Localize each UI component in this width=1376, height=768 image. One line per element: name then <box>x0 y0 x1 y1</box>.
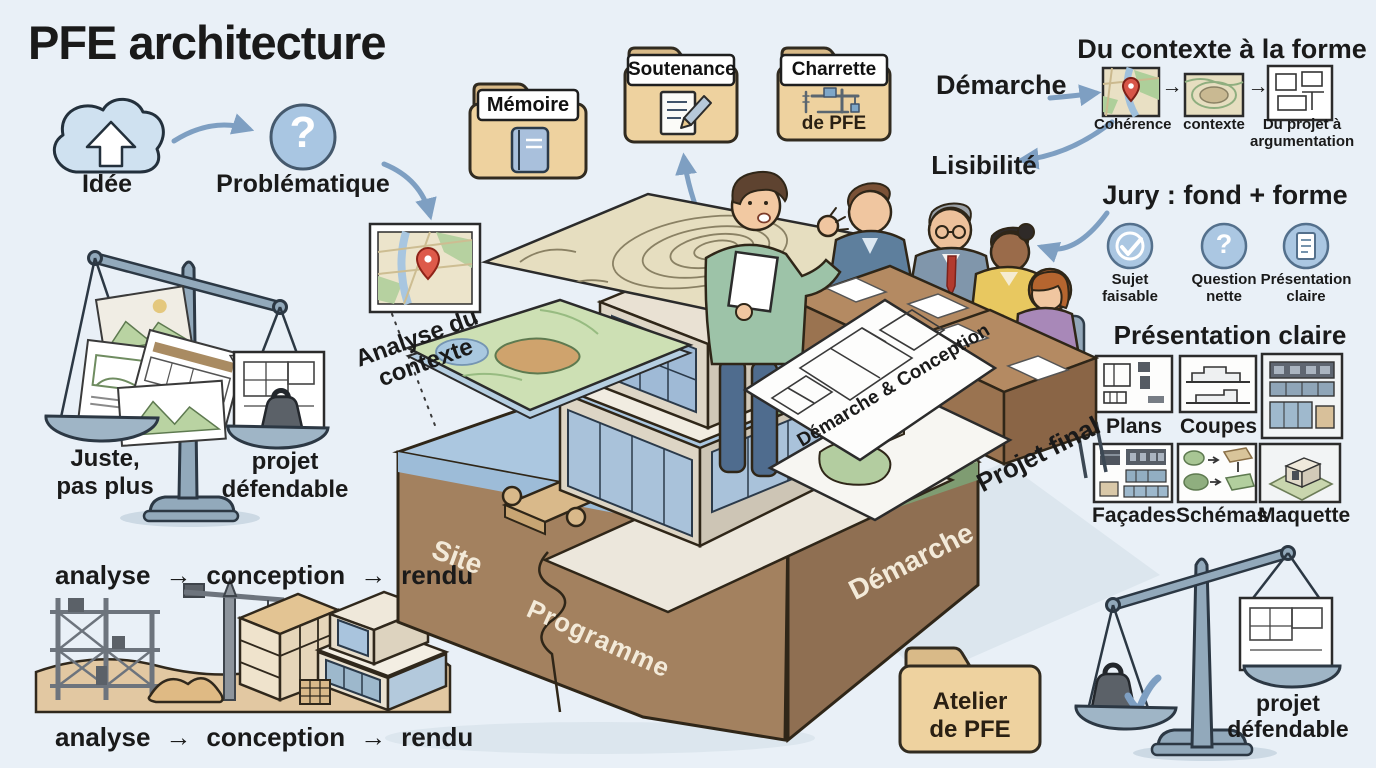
memoire-folder-label: Mémoire <box>486 94 570 116</box>
atelier-folder-label: Atelier de PFE <box>905 688 1035 743</box>
question-line1: Question <box>1191 271 1257 288</box>
du-projet-label: Du projet à argumentation <box>1250 116 1355 150</box>
juste-line1: Juste, <box>70 445 140 472</box>
presentation-line1: Présentation <box>1260 271 1352 288</box>
process-step-conception: conception <box>206 722 346 752</box>
facades-label: Façades <box>1092 504 1177 527</box>
lisibilite-label: Lisibilité <box>931 150 1037 180</box>
scaffolding-icon <box>50 598 160 700</box>
coherence-map-thumbnail <box>1101 66 1161 118</box>
maquette-label: Maquette <box>1258 504 1351 527</box>
demarche-label: Démarche <box>936 70 1067 100</box>
document-pencil-icon <box>659 90 712 136</box>
jury-heading: Jury : fond + forme <box>1102 180 1348 210</box>
idee-label: Idée <box>81 170 133 198</box>
brick-pallet-icon <box>299 679 331 705</box>
question-nette-icon <box>1200 222 1248 270</box>
page-title: PFE architecture <box>28 16 387 69</box>
puzzle-seam <box>538 551 567 713</box>
projet-right-line2: défendable <box>1227 716 1349 743</box>
facades-thumbnail <box>1092 442 1174 504</box>
coupes-thumbnail <box>1178 354 1258 414</box>
arrow-glyph: → <box>165 560 192 590</box>
memoire-folder <box>468 82 588 180</box>
presentation-paper <box>727 250 780 313</box>
projet-defendable-left-label: projet défendable <box>218 448 352 503</box>
cloud-idea-icon <box>52 97 165 174</box>
sujet-faisable-label: Sujet faisable <box>1102 271 1158 305</box>
process-step-analyse: analyse <box>55 722 151 752</box>
question-nette-label: Question nette <box>1184 271 1264 305</box>
question-line2: nette <box>1206 287 1242 305</box>
atelier-line1: Atelier <box>932 688 1008 715</box>
schemas-thumbnail <box>1176 442 1258 504</box>
presentation-heading: Présentation claire <box>1113 320 1347 350</box>
green-analysis-layer <box>404 298 694 420</box>
plans-thumbnail <box>1094 354 1174 414</box>
presentation-line2: claire <box>1286 287 1326 305</box>
contexte-label: contexte <box>1183 116 1245 133</box>
schemas-label: Schémas <box>1176 504 1269 527</box>
coherence-label: Cohérence <box>1094 116 1172 133</box>
charrette-folder <box>776 46 892 142</box>
book-icon <box>510 126 550 174</box>
process-row-top: analyse → conception → rendu <box>55 560 473 591</box>
juste-line2: pas plus <box>56 472 154 500</box>
problematique-label: Problématique <box>216 170 390 198</box>
projet-right-line1: projet <box>1256 690 1320 716</box>
soutenance-folder <box>623 46 739 144</box>
framed-site-map <box>368 222 929 429</box>
projet-line1: projet <box>251 448 319 475</box>
process-step-rendu: rendu <box>401 722 474 752</box>
atelier-line2: de PFE <box>929 715 1011 743</box>
demarche-conception-sheet <box>742 298 998 462</box>
presenter <box>704 170 849 478</box>
crane-icon <box>802 87 860 114</box>
question-mark-glyph: ? <box>1215 229 1233 259</box>
construction-scene <box>34 577 452 714</box>
arrow-glyph: → <box>360 722 387 752</box>
contexte-topo-thumbnail <box>1183 72 1245 118</box>
charrette-folder-sublabel: de PFE <box>801 113 867 134</box>
map-pin-icon <box>415 246 441 281</box>
du-contexte-heading: Du contexte à la forme <box>1077 34 1367 64</box>
question-mark-glyph: ? <box>289 108 317 157</box>
plan-sketch-thumbnail <box>1266 64 1334 122</box>
map-pin-icon <box>1121 76 1141 103</box>
atelier-folder <box>898 646 1042 754</box>
maquette-thumbnail <box>1258 442 1342 504</box>
arrow-glyph: → <box>1247 75 1269 98</box>
plans-label: Plans <box>1105 415 1163 438</box>
soutenance-folder-label: Soutenance <box>628 59 736 80</box>
presentation-claire-doc-icon <box>1282 222 1330 270</box>
process-step-analyse: analyse <box>55 560 151 590</box>
problem-question-icon <box>269 103 337 171</box>
du-projet-line2: argumentation <box>1250 132 1355 150</box>
coupes-label: Coupes <box>1180 415 1258 438</box>
weight-icon <box>1089 662 1137 714</box>
arrow-glyph: → <box>360 560 387 590</box>
charrette-folder-label: Charrette <box>791 59 877 80</box>
presentation-claire-label: Présentation claire <box>1256 271 1356 305</box>
process-step-rendu: rendu <box>401 560 474 590</box>
process-step-conception: conception <box>206 560 346 590</box>
du-projet-line1: Du projet à <box>1262 116 1342 133</box>
elevation-thumbnail <box>1260 352 1344 440</box>
weight-icon <box>259 388 305 434</box>
arrow-glyph: → <box>1161 75 1183 98</box>
arrow-glyph: → <box>165 722 192 752</box>
right-balance-scale <box>1074 545 1342 757</box>
sujet-faisable-check-icon <box>1106 222 1154 270</box>
plan-card <box>1238 596 1334 672</box>
projet-defendable-right-label: projet défendable <box>1222 690 1354 743</box>
projet-line2: défendable <box>221 475 349 503</box>
juste-pas-plus-label: Juste, pas plus <box>45 445 165 500</box>
process-row-bottom: analyse → conception → rendu <box>55 722 473 753</box>
up-arrow-icon <box>85 120 137 168</box>
left-balance-scale <box>44 250 330 523</box>
